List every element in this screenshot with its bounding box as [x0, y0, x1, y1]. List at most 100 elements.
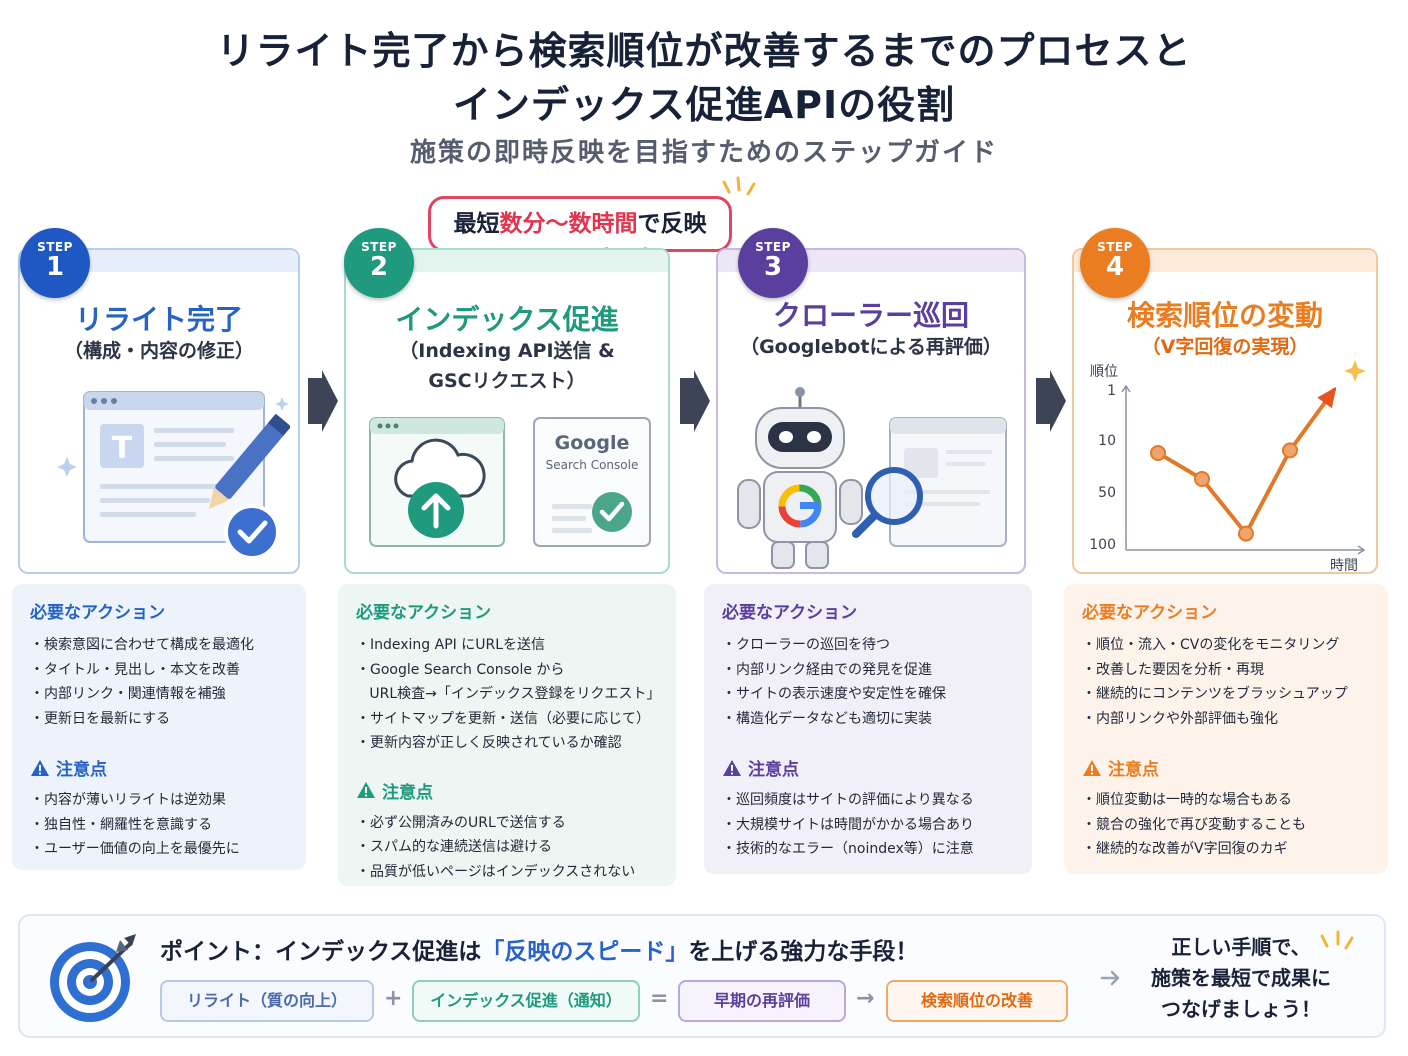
list-item: サイトの表示速度や安定性を確保: [722, 682, 1014, 707]
step3-subtitle: （Googlebotによる再評価）: [740, 336, 1002, 358]
step2-warning-heading: 注意点: [356, 778, 658, 803]
list-item: 品質が低いページはインデックスされない: [356, 860, 658, 885]
search-console-word: Search Console: [545, 458, 639, 472]
point-box: ポイント：インデックス促進は「反映のスピード」を上げる強力な手段！ リライト（質…: [18, 914, 1386, 1038]
point-text-post: を上げる強力な手段！: [688, 939, 919, 965]
data-point: [1238, 525, 1254, 542]
list-item: 構造化データなども適切に実装: [722, 707, 1014, 732]
sparkle-lines-icon: [722, 176, 756, 196]
step-arrow-icon: [308, 370, 338, 432]
list-item: 競合の強化で再び変動することも: [1082, 813, 1370, 838]
cloud-upload-icon: [369, 417, 505, 547]
x-axis-arrow: [1357, 545, 1366, 555]
data-point: [1194, 471, 1210, 487]
step2-subtitle-line1: （Indexing API送信 &: [399, 340, 615, 362]
list-item: 継続的な改善がV字回復のカギ: [1082, 837, 1370, 862]
y-axis-arrow: [1121, 384, 1131, 393]
point-text-highlight: 「反映のスピード」: [481, 939, 689, 965]
step4-badge-word: STEP: [1097, 240, 1133, 254]
step3-panel: 必要なアクション クローラーの巡回を待つ 内部リンク経由での発見を促進 サイトの…: [704, 584, 1032, 874]
list-item: サイトマップを更新・送信（必要に応じて）: [356, 707, 658, 732]
step1-warning-heading: 注意点: [30, 755, 288, 780]
list-item: 改善した要因を分析・再現: [1082, 658, 1370, 683]
warning-icon: [356, 781, 376, 799]
list-item: 継続的にコンテンツをブラッシュアップ: [1082, 682, 1370, 707]
list-item: 必ず公開済みのURLで送信する: [356, 811, 658, 836]
list-item: 独自性・網羅性を意識する: [30, 813, 288, 838]
chip-index-promotion: インデックス促進（通知）: [412, 980, 640, 1022]
point-statement: ポイント：インデックス促進は「反映のスピード」を上げる強力な手段！: [160, 932, 918, 966]
warning-heading-text: 注意点: [1108, 760, 1159, 780]
robot-crawler-icon: [737, 387, 1007, 569]
step1-actions-heading: 必要なアクション: [30, 603, 166, 623]
list-item: スパム的な連続送信は避ける: [356, 835, 658, 860]
page-title-line1: リライト完了から検索順位が改善するまでのプロセスと: [216, 29, 1192, 73]
step1-actions-list: 検索意図に合わせて構成を最適化 タイトル・見出し・本文を改善 内部リンク・関連情…: [30, 633, 288, 731]
list-item: Indexing API にURLを送信: [356, 633, 658, 658]
step2-panel: 必要なアクション Indexing API にURLを送信 Google Sea…: [338, 584, 676, 886]
list-item: 内部リンクや外部評価も強化: [1082, 707, 1370, 732]
step2-subtitle-line2: GSCリクエスト）: [428, 370, 586, 392]
step4-warnings-list: 順位変動は一時的な場合もある 競合の強化で再び変動することも 継続的な改善がV字…: [1082, 788, 1370, 862]
step-arrow-icon: [680, 370, 710, 432]
list-item: 順位・流入・CVの変化をモニタリング: [1082, 633, 1370, 658]
google-word: Google: [554, 432, 630, 454]
warning-heading-text: 注意点: [748, 760, 799, 780]
step2-actions-list: Indexing API にURLを送信 Google Search Conso…: [356, 633, 660, 756]
step1-title: リライト完了: [74, 303, 243, 336]
step1-warnings-list: 内容が薄いリライトは逆効果 独自性・網羅性を意識する ユーザー価値の向上を最優先…: [30, 788, 288, 862]
list-item: クローラーの巡回を待つ: [722, 633, 1014, 658]
step4-warning-heading: 注意点: [1082, 755, 1370, 780]
list-item: タイトル・見出し・本文を改善: [30, 658, 288, 683]
chip-early-reevaluation: 早期の再評価: [678, 980, 846, 1022]
arrow-right-icon: [1100, 970, 1120, 986]
x-axis-label: 時間: [1330, 558, 1358, 574]
series-segment: [1200, 477, 1248, 536]
y-tick-label: 100: [1089, 537, 1116, 553]
list-item: 検索意図に合わせて構成を最適化: [30, 633, 288, 658]
trend-arrowhead: [1317, 386, 1337, 409]
list-item: 内部リンク・関連情報を補強: [30, 682, 288, 707]
list-item: Google Search Console から: [356, 658, 658, 683]
page-subtitle: 施策の即時反映を目指すためのステップガイド: [409, 138, 998, 168]
series-segment: [1156, 451, 1204, 481]
step4-badge-number: 4: [1105, 252, 1125, 282]
warning-icon: [722, 759, 742, 777]
list-item: 技術的なエラー（noindex等）に注意: [722, 837, 1014, 862]
sparkle-icon: [1344, 360, 1366, 382]
closing-message: 正しい手順で、 施策を最短で成果に つなげましょう！: [1126, 932, 1356, 1025]
step1-card: リライト完了 （構成・内容の修正） T: [18, 248, 300, 574]
list-item: 大規模サイトは時間がかかる場合あり: [722, 813, 1014, 838]
warning-icon: [30, 759, 50, 777]
closing-line: 正しい手順で、: [1171, 935, 1311, 959]
point-text-pre: ポイント：インデックス促進は: [160, 939, 482, 965]
equals-operator: =: [650, 986, 669, 1011]
y-tick-label: 10: [1098, 433, 1116, 449]
step1-badge-number: 1: [45, 252, 65, 282]
step3-title: クローラー巡回: [772, 299, 969, 332]
warning-icon: [1082, 759, 1102, 777]
document-pencil-check-icon: T: [57, 391, 290, 560]
step4-actions-list: 順位・流入・CVの変化をモニタリング 改善した要因を分析・再現 継続的にコンテン…: [1082, 633, 1370, 731]
list-item: 更新内容が正しく反映されているか確認: [356, 731, 658, 756]
chip-ranking-improvement: 検索順位の改善: [886, 980, 1068, 1022]
step4-panel: 必要なアクション 順位・流入・CVの変化をモニタリング 改善した要因を分析・再現…: [1064, 584, 1388, 874]
plus-operator: +: [384, 986, 403, 1011]
chip-rewrite: リライト（質の向上）: [160, 980, 374, 1022]
step2-warnings-list: 必ず公開済みのURLで送信する スパム的な連続送信は避ける 品質が低いページはイ…: [356, 811, 658, 885]
step4-actions-heading: 必要なアクション: [1082, 603, 1218, 623]
warning-heading-text: 注意点: [56, 760, 107, 780]
y-axis-label: 順位: [1090, 364, 1118, 380]
svg-text:T: T: [112, 431, 133, 466]
step4-title: 検索順位の変動: [1126, 299, 1323, 332]
arrow-operator: →: [856, 986, 875, 1011]
step2-title: インデックス促進: [395, 303, 619, 336]
step4-subtitle: （V字回復の実現）: [1141, 336, 1309, 358]
step2-card: インデックス促進 （Indexing API送信 & GSCリクエスト） Goo…: [344, 248, 670, 574]
step2-actions-heading: 必要なアクション: [356, 603, 492, 623]
list-item: ユーザー価値の向上を最優先に: [30, 837, 288, 862]
